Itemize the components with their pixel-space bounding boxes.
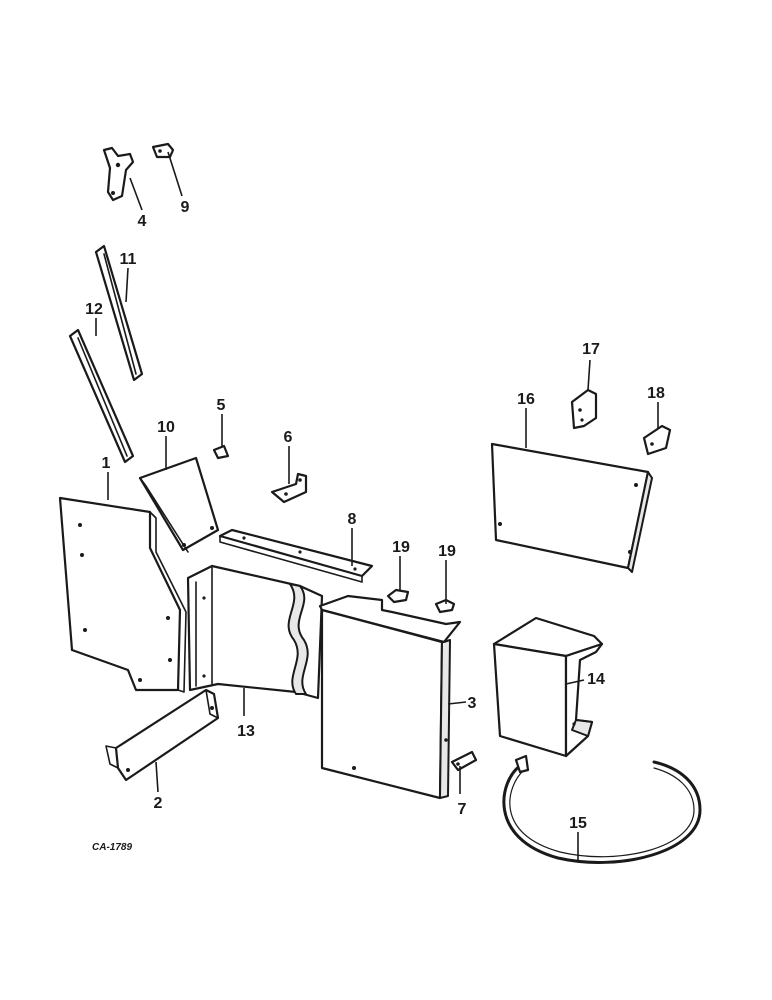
part-15-cable [502,754,702,864]
callout-19-left: 19 [392,539,410,556]
part-7-bracket [450,750,478,772]
callout-1: 1 [102,455,111,472]
part-2-lower-bracket [105,688,220,782]
callout-3: 3 [468,695,477,712]
part-19-clip-a [386,588,410,604]
callout-15: 15 [569,815,587,832]
part-10-cover-plate [138,456,220,553]
callout-12: 12 [85,301,103,318]
callout-16: 16 [517,391,535,408]
callout-19-right: 19 [438,543,456,560]
callout-6: 6 [284,429,293,446]
callout-labels: 4 9 11 12 1 10 5 6 8 19 19 3 7 17 16 18 … [85,199,665,832]
part-8-strap [218,528,374,583]
part-19-clip-b [434,598,456,614]
part-17-bracket [570,388,598,430]
callout-10: 10 [157,419,175,436]
callout-5: 5 [217,397,226,414]
part-11-brace [94,244,144,382]
callout-13: 13 [237,723,255,740]
part-18-clip [642,424,672,456]
part-14-bent-cover [492,616,604,758]
part-1-side-panel [58,496,187,693]
callout-11: 11 [120,251,137,268]
callout-18: 18 [647,385,665,402]
callout-2: 2 [154,795,163,812]
callout-7: 7 [458,801,467,818]
part-3-front-housing [318,594,462,800]
part-16-rear-panel [490,442,653,573]
part-4-bracket [102,146,135,202]
part-6-angle-bracket [270,472,308,504]
leader-lines [95,151,659,860]
callout-14: 14 [587,671,605,688]
callout-17: 17 [582,341,600,358]
callout-8: 8 [348,511,357,528]
callout-4: 4 [138,213,147,230]
part-12-brace [68,328,135,464]
drawing-code: CA-1789 [92,842,132,853]
part-13-divider-panel [186,564,324,700]
part-9-clip [151,142,175,159]
callout-9: 9 [181,199,190,216]
part-5-clip [212,444,230,460]
